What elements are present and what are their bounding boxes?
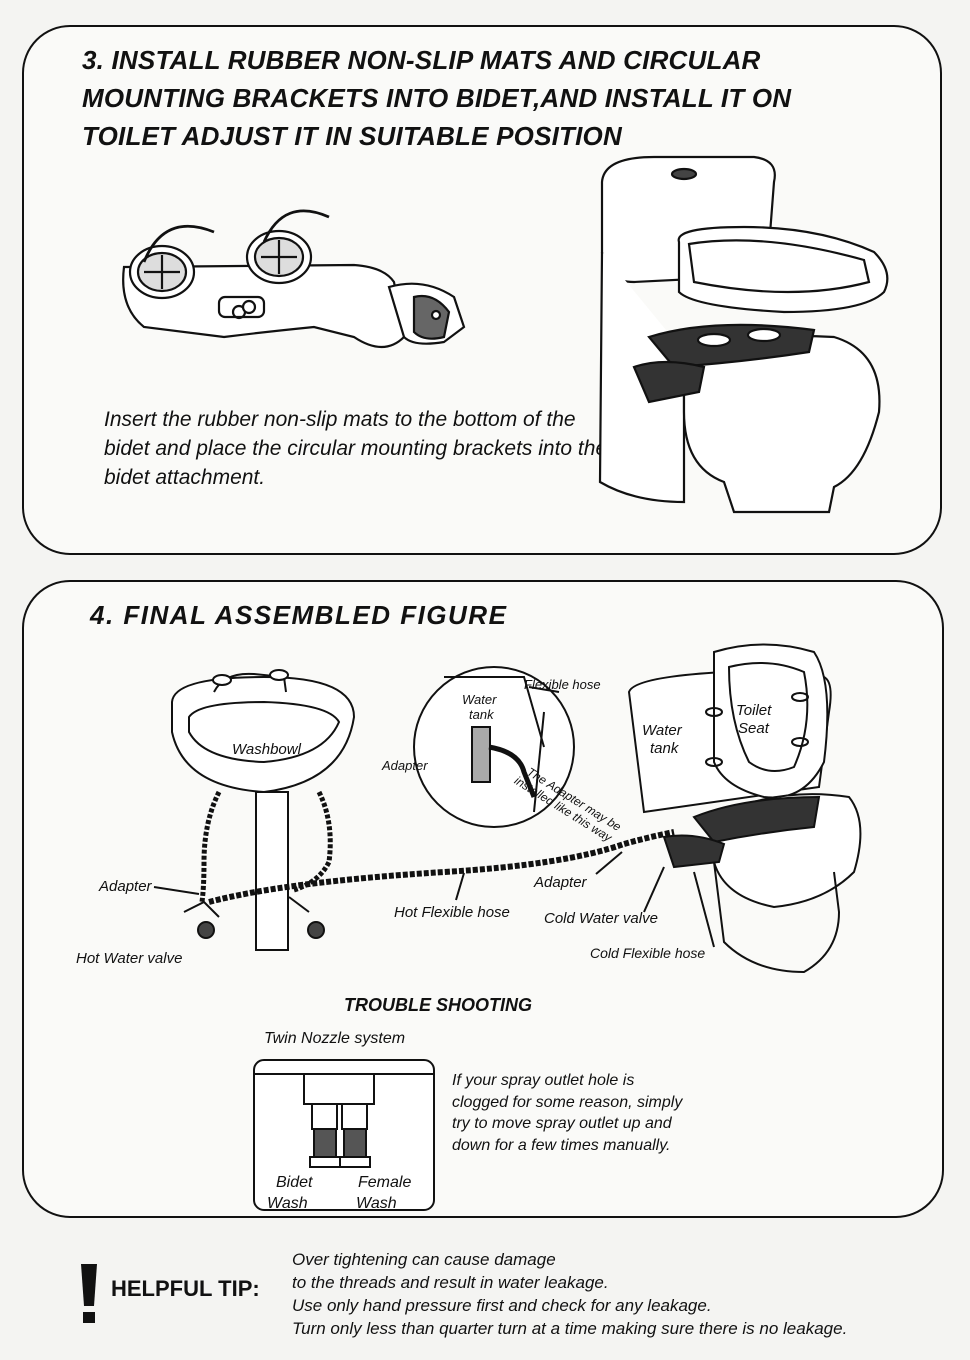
twin-nozzle-diagram <box>253 1059 435 1211</box>
female-wash-label-2: Wash <box>356 1195 397 1212</box>
section-3-heading: 3. INSTALL RUBBER NON-SLIP MATS AND CIRC… <box>82 45 792 151</box>
tip-line-4: Turn only less than quarter turn at a ti… <box>292 1319 848 1338</box>
assembled-figure-diagram: Washbowl Flexible hose Water tank Adapte… <box>76 643 862 1212</box>
section-3-instruction: Insert the rubber non-slip mats to the b… <box>104 408 608 489</box>
tip-line-2: to the threads and result in water leaka… <box>292 1273 609 1292</box>
section-3-panel: 3. INSTALL RUBBER NON-SLIP MATS AND CIRC… <box>22 25 942 555</box>
trouble-shooting-title: TROUBLE SHOOTING <box>344 995 532 1015</box>
inset-adapter-label: Adapter <box>381 758 428 773</box>
twin-nozzle-title: Twin Nozzle system <box>264 1030 406 1047</box>
toilet-seat-label-2: Seat <box>738 720 770 737</box>
bidet-attachment-illustration <box>122 209 466 349</box>
section-4-heading: 4. FINAL ASSEMBLED FIGURE <box>90 600 508 630</box>
toilet-with-bidet-illustration <box>598 155 889 514</box>
adapter-inset-illustration <box>413 666 575 828</box>
section-4-panel: 4. FINAL ASSEMBLED FIGURE <box>22 580 944 1218</box>
water-tank-label-2: tank <box>650 740 680 757</box>
washbowl-illustration <box>171 669 356 951</box>
helpful-tip-text: Over tightening can cause damage to the … <box>292 1248 952 1340</box>
inset-water-tank-label-2: tank <box>469 707 495 722</box>
bidet-wash-label-1: Bidet <box>276 1174 313 1191</box>
hot-water-valve-label: Hot Water valve <box>76 950 182 967</box>
adapter-right-label: Adapter <box>533 874 588 891</box>
toilet-seat-label-1: Toilet <box>736 702 772 719</box>
bidet-wash-label-2: Wash <box>267 1195 308 1212</box>
adapter-left-label: Adapter <box>98 878 153 895</box>
water-tank-label-1: Water <box>642 722 683 739</box>
hot-flexible-hose-label: Hot Flexible hose <box>394 904 510 921</box>
exclamation-icon <box>81 1264 97 1323</box>
cold-flexible-hose-label: Cold Flexible hose <box>590 945 705 961</box>
washbowl-label: Washbowl <box>232 741 302 758</box>
tip-line-1: Over tightening can cause damage <box>292 1250 556 1269</box>
trouble-shooting-text: If your spray outlet hole is clogged for… <box>452 1072 683 1154</box>
cold-water-valve-label: Cold Water valve <box>544 910 658 927</box>
inset-water-tank-label-1: Water <box>462 692 497 707</box>
hot-flexible-hose-illustration <box>208 829 675 905</box>
female-wash-label-1: Female <box>358 1174 411 1191</box>
helpful-tip-label: HELPFUL TIP: <box>111 1276 260 1301</box>
assembled-toilet-illustration <box>627 643 862 974</box>
tip-line-3: Use only hand pressure first and check f… <box>292 1296 712 1315</box>
flexible-hose-label: Flexible hose <box>524 677 601 692</box>
